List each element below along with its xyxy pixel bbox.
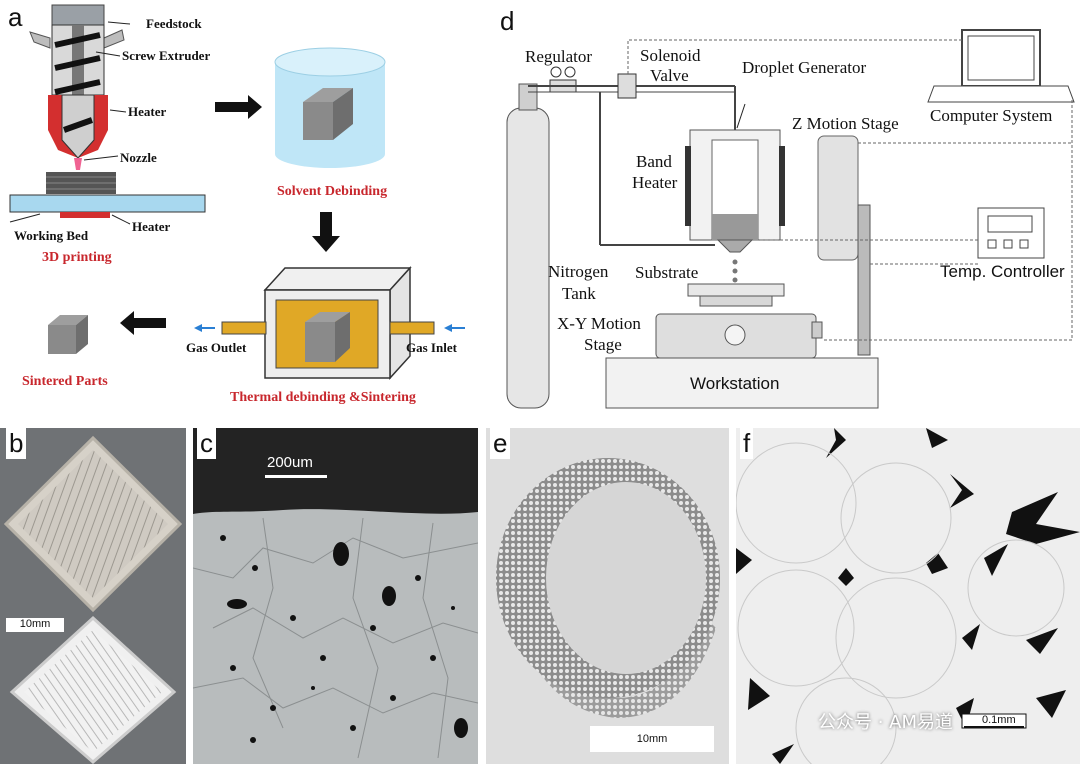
label-stage: Stage — [584, 335, 622, 354]
panel-f-letter: f — [740, 428, 754, 459]
watermark: 公众号 · AM易道 — [818, 712, 954, 733]
panel-f-photo: 0.1mm f — [736, 428, 1080, 764]
panel-b-photo: 10mm b — [0, 428, 186, 764]
label-droplet-generator: Droplet Generator — [742, 58, 867, 77]
panel-b-drawing — [3, 435, 183, 764]
label-feedstock: Feedstock — [146, 16, 202, 31]
panel-e-photo: 10mm e — [486, 428, 729, 764]
label-tank: Tank — [562, 284, 596, 303]
label-heater: Heater — [632, 173, 678, 192]
panel-c-scale: 200um — [267, 454, 313, 471]
panel-f-scale: 0.1mm — [982, 714, 1016, 726]
label-z-motion-stage: Z Motion Stage — [792, 114, 899, 133]
label-band: Band — [636, 152, 672, 171]
label-temp-controller: Temp. Controller — [940, 262, 1065, 281]
label-solenoid: Solenoid — [640, 46, 701, 65]
panel-f-drawing — [736, 428, 1080, 764]
panel-e-scale: 10mm — [590, 726, 714, 752]
label-computer-system: Computer System — [930, 106, 1053, 125]
panel-e-drawing — [496, 458, 720, 718]
label-gas-outlet: Gas Outlet — [186, 340, 247, 355]
panel-d-letter: d — [500, 6, 515, 36]
label-valve: Valve — [650, 66, 689, 85]
panel-c-drawing — [193, 428, 478, 759]
label-thermal-debinding: Thermal debinding &Sintering — [230, 390, 416, 405]
label-solvent-debinding: Solvent Debinding — [277, 184, 388, 199]
panel-c-photo: 200um c — [193, 428, 478, 764]
panel-c-letter: c — [197, 428, 216, 459]
label-nozzle: Nozzle — [120, 150, 157, 165]
label-workstation: Workstation — [690, 374, 780, 393]
label-screw-extruder: Screw Extruder — [122, 48, 211, 63]
label-xy-motion: X-Y Motion — [557, 314, 641, 333]
panel-e-letter: e — [490, 428, 511, 459]
label-heater-top: Heater — [128, 104, 167, 119]
panel-b-scale: 10mm — [6, 618, 64, 632]
panel-a-letter: a — [8, 2, 23, 32]
label-gas-inlet: Gas Inlet — [406, 340, 457, 355]
label-nitrogen: Nitrogen — [548, 262, 609, 281]
label-working-bed: Working Bed — [14, 228, 89, 243]
label-heater-bottom: Heater — [132, 219, 171, 234]
label-3d-printing: 3D printing — [42, 250, 112, 265]
label-substrate: Substrate — [635, 263, 699, 282]
label-regulator: Regulator — [525, 47, 593, 66]
panel-b-letter: b — [6, 428, 27, 459]
label-sintered-parts: Sintered Parts — [22, 374, 108, 389]
